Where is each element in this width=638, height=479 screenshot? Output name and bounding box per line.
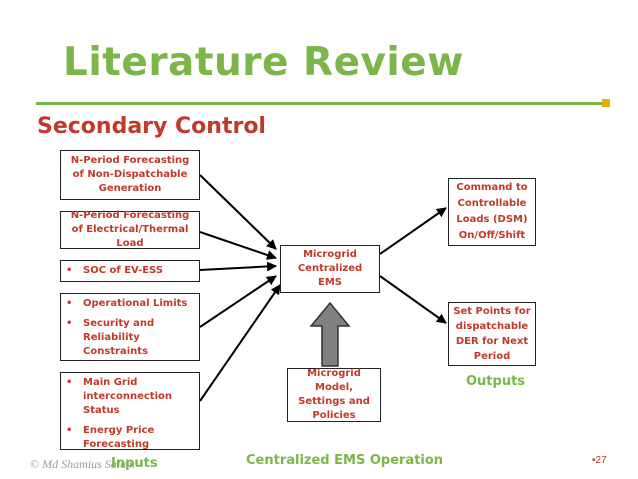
- input-forecast-generation-text: N-Period Forecasting of Non-Dispatchable…: [70, 155, 190, 194]
- slide-subtitle: Secondary Control: [37, 114, 266, 139]
- arrow-limits-to-ems: [199, 275, 277, 328]
- input-soc-text: SOC of EV-ESS: [66, 264, 199, 278]
- arrow-ems-to-command: [379, 207, 447, 255]
- output-box-command: Command to Controllable Loads (DSM) On/O…: [448, 178, 536, 246]
- inputs-label: Inputs: [111, 456, 158, 471]
- outputs-label: Outputs: [466, 374, 526, 389]
- output-box-setpoints: Set Points for dispatchable DER for Next…: [448, 302, 536, 366]
- input-box-forecast-generation: N-Period Forecasting of Non-Dispatchable…: [60, 150, 200, 200]
- output-setpoints-text: Set Points for dispatchable DER for Next…: [453, 306, 531, 362]
- arrow-load-to-ems: [199, 231, 277, 260]
- footer-caption: Centralized EMS Operation: [246, 453, 444, 468]
- model-box: Microgrid Model, Settings and Policies: [287, 368, 381, 422]
- input-box-soc: SOC of EV-ESS: [60, 260, 200, 282]
- input-main-grid-text: Main Grid interconnection Status: [66, 376, 199, 418]
- input-box-limits: Operational Limits Security and Reliabil…: [60, 293, 200, 361]
- arrow-generation-to-ems: [199, 174, 277, 250]
- slide-title: Literature Review: [63, 40, 464, 85]
- page-number: •27: [592, 455, 607, 466]
- arrow-grid-to-ems: [199, 284, 281, 402]
- copyright-text: © Md Shamius Salam: [30, 457, 135, 471]
- input-box-forecast-load: N-Period Forecasting of Electrical/Therm…: [60, 210, 200, 249]
- output-command-text: Command to Controllable Loads (DSM) On/O…: [456, 182, 528, 241]
- model-to-ems-block-arrow: [309, 301, 351, 367]
- input-security-text: Security and Reliability Constraints: [66, 317, 199, 359]
- title-underline-end: [602, 99, 610, 107]
- input-operational-limits-text: Operational Limits: [66, 297, 199, 311]
- ems-box: Microgrid Centralized EMS: [280, 245, 380, 293]
- arrow-ems-to-setpoints: [379, 275, 447, 324]
- model-label: Microgrid Model, Settings and Policies: [298, 368, 370, 421]
- title-underline: [36, 102, 610, 105]
- arrow-soc-to-ems: [199, 261, 277, 272]
- input-forecast-load-text: N-Period Forecasting of Electrical/Therm…: [70, 210, 190, 249]
- input-box-grid: Main Grid interconnection Status Energy …: [60, 372, 200, 450]
- input-energy-price-text: Energy Price Forecasting: [66, 424, 199, 452]
- ems-label: Microgrid Centralized EMS: [297, 249, 363, 288]
